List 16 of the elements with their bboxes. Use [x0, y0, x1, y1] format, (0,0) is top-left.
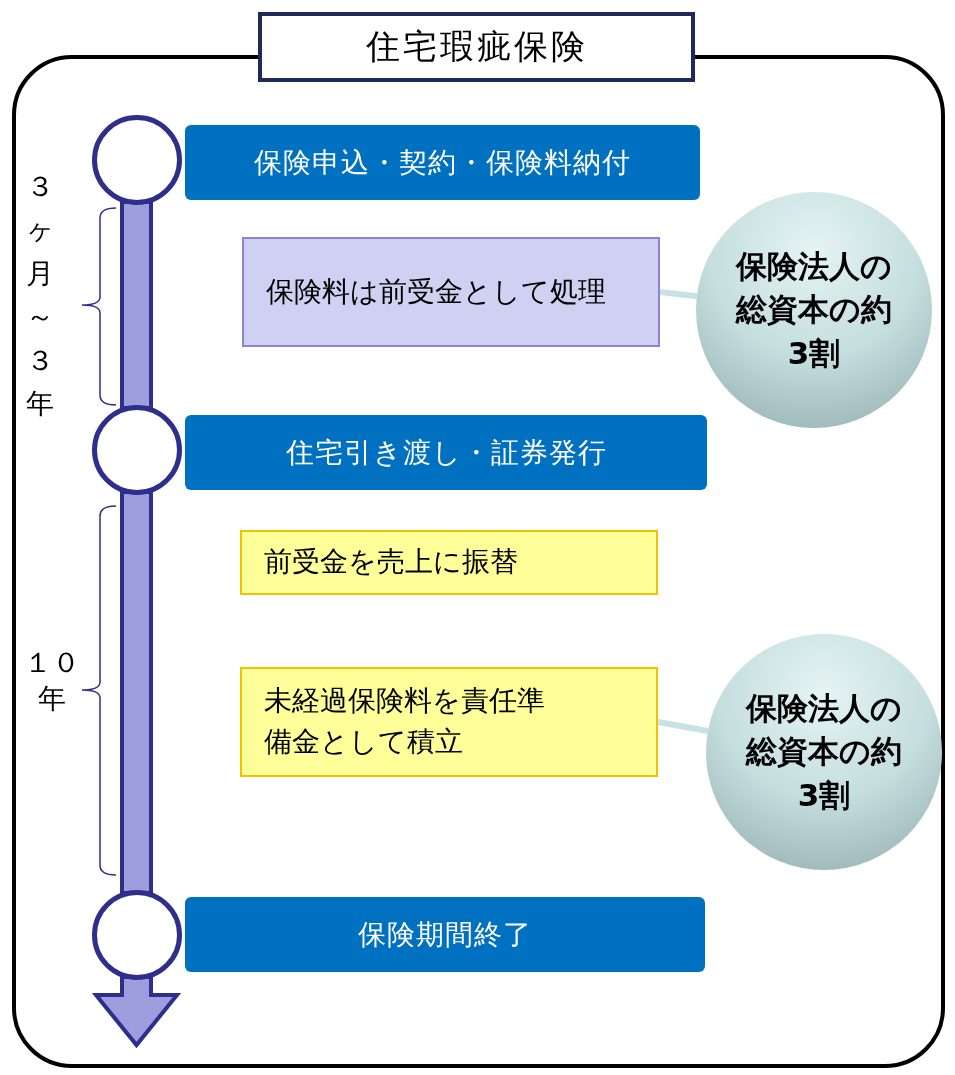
note-box: 前受金を売上に振替: [240, 530, 658, 595]
step-box: 保険申込・契約・保険料納付: [185, 125, 700, 200]
note-box: 未経過保険料を責任準備金として積立: [240, 667, 658, 777]
note-box: 保険料は前受金として処理: [242, 237, 660, 347]
info-circle: 保険法人の総資本の約3割: [706, 634, 942, 870]
period-label: ３ヶ月～３年: [24, 169, 56, 422]
period-label: １０年: [23, 645, 81, 718]
connector-line: [657, 719, 709, 734]
step-box: 保険期間終了: [185, 897, 705, 972]
connector-line: [659, 289, 698, 300]
timeline-arrow: [120, 490, 153, 895]
timeline-arrow: [120, 200, 153, 410]
info-circle: 保険法人の総資本の約3割: [696, 192, 932, 428]
timeline-arrow: [91, 975, 182, 1049]
step-box: 住宅引き渡し・証券発行: [185, 415, 707, 490]
title-box: 住宅瑕疵保険: [258, 12, 695, 82]
